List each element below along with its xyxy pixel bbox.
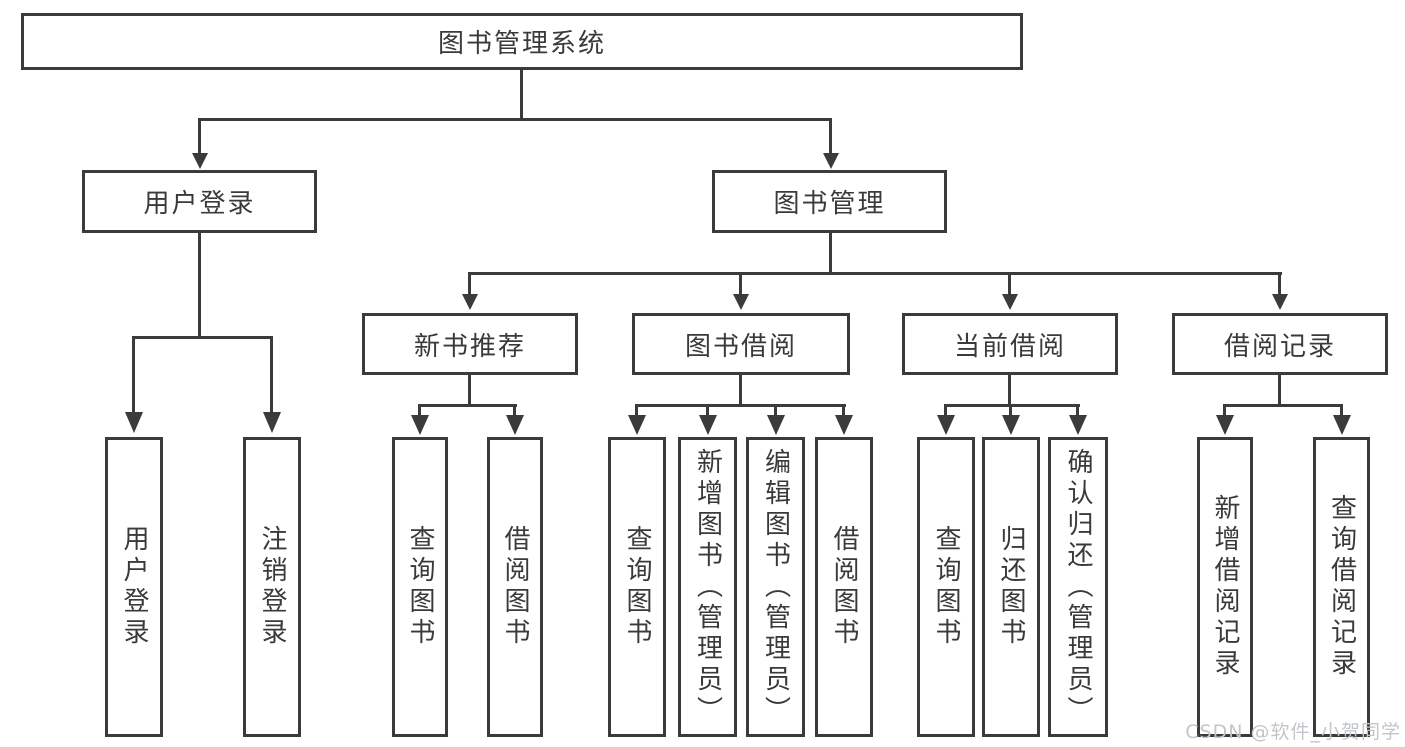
connector-book-mgmt-down: [829, 233, 832, 272]
arrow-down-icon: [699, 415, 717, 435]
connector-leaf-stem: [1009, 404, 1012, 417]
arrow-down-icon: [1333, 415, 1351, 435]
connector-current-rail: [944, 404, 1080, 407]
node-leaf-logout: 注销登录: [243, 437, 301, 737]
arrow-down-icon: [767, 415, 785, 435]
arrow-down-icon: [835, 415, 853, 435]
connector-leaf-stem: [513, 404, 516, 417]
arrow-down-icon: [411, 415, 429, 435]
node-library-system: 图书管理系统: [21, 13, 1023, 70]
node-leaf-add-books-admin: 新增图书（管理员）: [678, 437, 737, 737]
node-leaf-query-books: 查询图书: [608, 437, 666, 737]
arrow-down-icon: [506, 415, 524, 435]
node-current-borrowing: 当前借阅: [902, 313, 1118, 375]
arrow-down-icon: [1069, 415, 1087, 435]
connector-new-rec-down: [468, 375, 471, 404]
connector-user-login-down: [198, 233, 201, 336]
node-leaf-query-books: 查询图书: [392, 437, 448, 737]
node-label: 新增图书（管理员）: [692, 447, 723, 727]
node-label: 用户登录: [143, 189, 256, 219]
node-label: 新增借阅记录: [1210, 494, 1240, 680]
connector-new-rec-stem: [468, 272, 471, 295]
connector-user-login-rail: [132, 336, 273, 339]
arrow-down-icon: [1272, 294, 1288, 310]
node-borrowing-records: 借阅记录: [1172, 313, 1388, 375]
connector-current-down: [1008, 375, 1011, 404]
connector-borrow-stem: [739, 272, 742, 295]
connector-level3-rail: [469, 272, 1282, 275]
node-label: 借阅记录: [1223, 331, 1336, 362]
node-label: 确认归还（管理员）: [1063, 447, 1093, 727]
node-label: 借阅图书: [829, 525, 859, 649]
connector-leaf-stem: [944, 404, 947, 417]
connector-leaf-stem: [1223, 404, 1226, 417]
node-label: 借阅图书: [500, 525, 530, 649]
arrow-down-icon: [733, 294, 749, 310]
connector-new-rec-rail: [418, 404, 517, 407]
node-book-borrowing: 图书借阅: [632, 313, 850, 375]
connector-login-leaf-stem: [132, 336, 135, 414]
node-user-login: 用户登录: [82, 170, 317, 233]
arrow-down-icon: [1216, 415, 1234, 435]
arrow-down-icon: [125, 412, 143, 433]
node-label: 查询图书: [622, 525, 652, 649]
arrow-down-icon: [263, 412, 281, 433]
csdn-watermark: CSDN @软件_小贺同学: [1185, 721, 1401, 743]
connector-leaf-stem: [635, 404, 638, 417]
connector-leaf-stem: [1076, 404, 1079, 417]
connector-record-rail: [1223, 404, 1343, 407]
arrow-down-icon: [1002, 294, 1018, 310]
node-leaf-return-books: 归还图书: [982, 437, 1040, 737]
connector-leaf-stem: [418, 404, 421, 417]
node-leaf-query-books: 查询图书: [917, 437, 975, 737]
node-leaf-query-borrow-record: 查询借阅记录: [1313, 437, 1370, 737]
node-new-book-recommend: 新书推荐: [362, 313, 578, 375]
arrow-down-icon: [192, 153, 208, 169]
connector-user-login-stem: [198, 118, 201, 154]
node-leaf-confirm-return-admin: 确认归还（管理员）: [1048, 437, 1108, 737]
arrow-down-icon: [628, 415, 646, 435]
connector-leaf-stem: [1340, 404, 1343, 417]
connector-leaf-stem: [706, 404, 709, 417]
arrow-down-icon: [823, 153, 839, 169]
node-label: 图书借阅: [684, 331, 797, 362]
connector-leaf-stem: [774, 404, 777, 417]
arrow-down-icon: [937, 415, 955, 435]
node-leaf-edit-books-admin: 编辑图书（管理员）: [746, 437, 805, 737]
node-label: 图书管理: [773, 189, 886, 219]
node-book-management: 图书管理: [712, 170, 947, 233]
connector-root-stem: [520, 70, 523, 118]
node-leaf-add-borrow-record: 新增借阅记录: [1197, 437, 1253, 737]
node-leaf-user-login: 用户登录: [105, 437, 163, 737]
connector-record-down: [1278, 375, 1281, 404]
connector-logout-leaf-stem: [270, 336, 273, 414]
connector-leaf-stem: [842, 404, 845, 417]
connector-borrow-down: [739, 375, 742, 404]
node-label: 查询图书: [405, 525, 435, 649]
node-label: 注销登录: [257, 525, 287, 649]
node-label: 图书管理系统: [437, 29, 606, 59]
node-label: 当前借阅: [953, 331, 1066, 362]
arrow-down-icon: [462, 294, 478, 310]
node-label: 查询图书: [931, 525, 961, 649]
connector-record-stem: [1278, 272, 1281, 295]
node-label: 查询借阅记录: [1326, 494, 1357, 680]
node-leaf-borrow-books: 借阅图书: [815, 437, 873, 737]
node-label: 归还图书: [996, 525, 1026, 649]
arrow-down-icon: [1002, 415, 1020, 435]
node-label: 新书推荐: [413, 331, 526, 362]
node-label: 用户登录: [119, 525, 149, 649]
node-label: 编辑图书（管理员）: [760, 447, 791, 727]
connector-current-stem: [1008, 272, 1011, 295]
connector-level2-rail: [198, 118, 832, 121]
node-leaf-borrow-books: 借阅图书: [487, 437, 543, 737]
connector-borrow-rail: [635, 404, 846, 407]
connector-book-mgmt-stem: [829, 118, 832, 154]
